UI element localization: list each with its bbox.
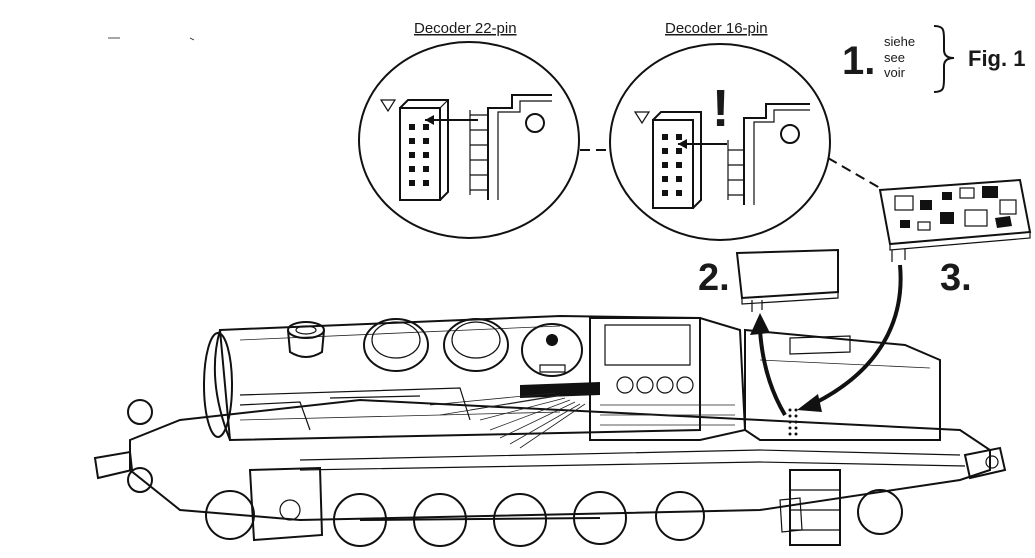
curly-brace-icon <box>933 25 955 93</box>
step-1-number: 1. <box>842 39 875 83</box>
lang-en-label: see <box>884 50 905 65</box>
decoder-16-label: Decoder 16-pin <box>665 20 768 37</box>
insert-decoder-arrow <box>814 264 903 405</box>
chassis-socket-dots <box>788 408 798 436</box>
fig-1-reference: Fig. 1 <box>968 46 1025 71</box>
lang-de-label: siehe <box>884 34 915 49</box>
pin1-triangle-16-icon <box>633 111 651 125</box>
decoder-socket-22pin-icon <box>399 99 449 201</box>
warning-mark: ! <box>712 80 729 138</box>
cover-plate-icon <box>735 248 839 312</box>
pin-header-16 <box>727 140 744 200</box>
decoder-socket-16pin-icon <box>652 111 702 209</box>
socket-16pin-detail: ! <box>609 43 831 241</box>
dashed-connector-2 <box>827 157 881 189</box>
step-3-number: 3. <box>940 257 972 299</box>
step-2-number: 2. <box>698 257 730 299</box>
decoder-board-icon <box>878 178 1032 262</box>
lang-fr-label: voir <box>884 65 906 80</box>
socket-22pin-detail <box>358 41 580 239</box>
pin-header-22 <box>469 110 488 195</box>
pin1-triangle-icon <box>379 99 397 113</box>
remove-cover-arrow <box>758 329 787 417</box>
decoder-22-label: Decoder 22-pin <box>414 20 517 37</box>
steam-locomotive-icon <box>93 314 1007 547</box>
